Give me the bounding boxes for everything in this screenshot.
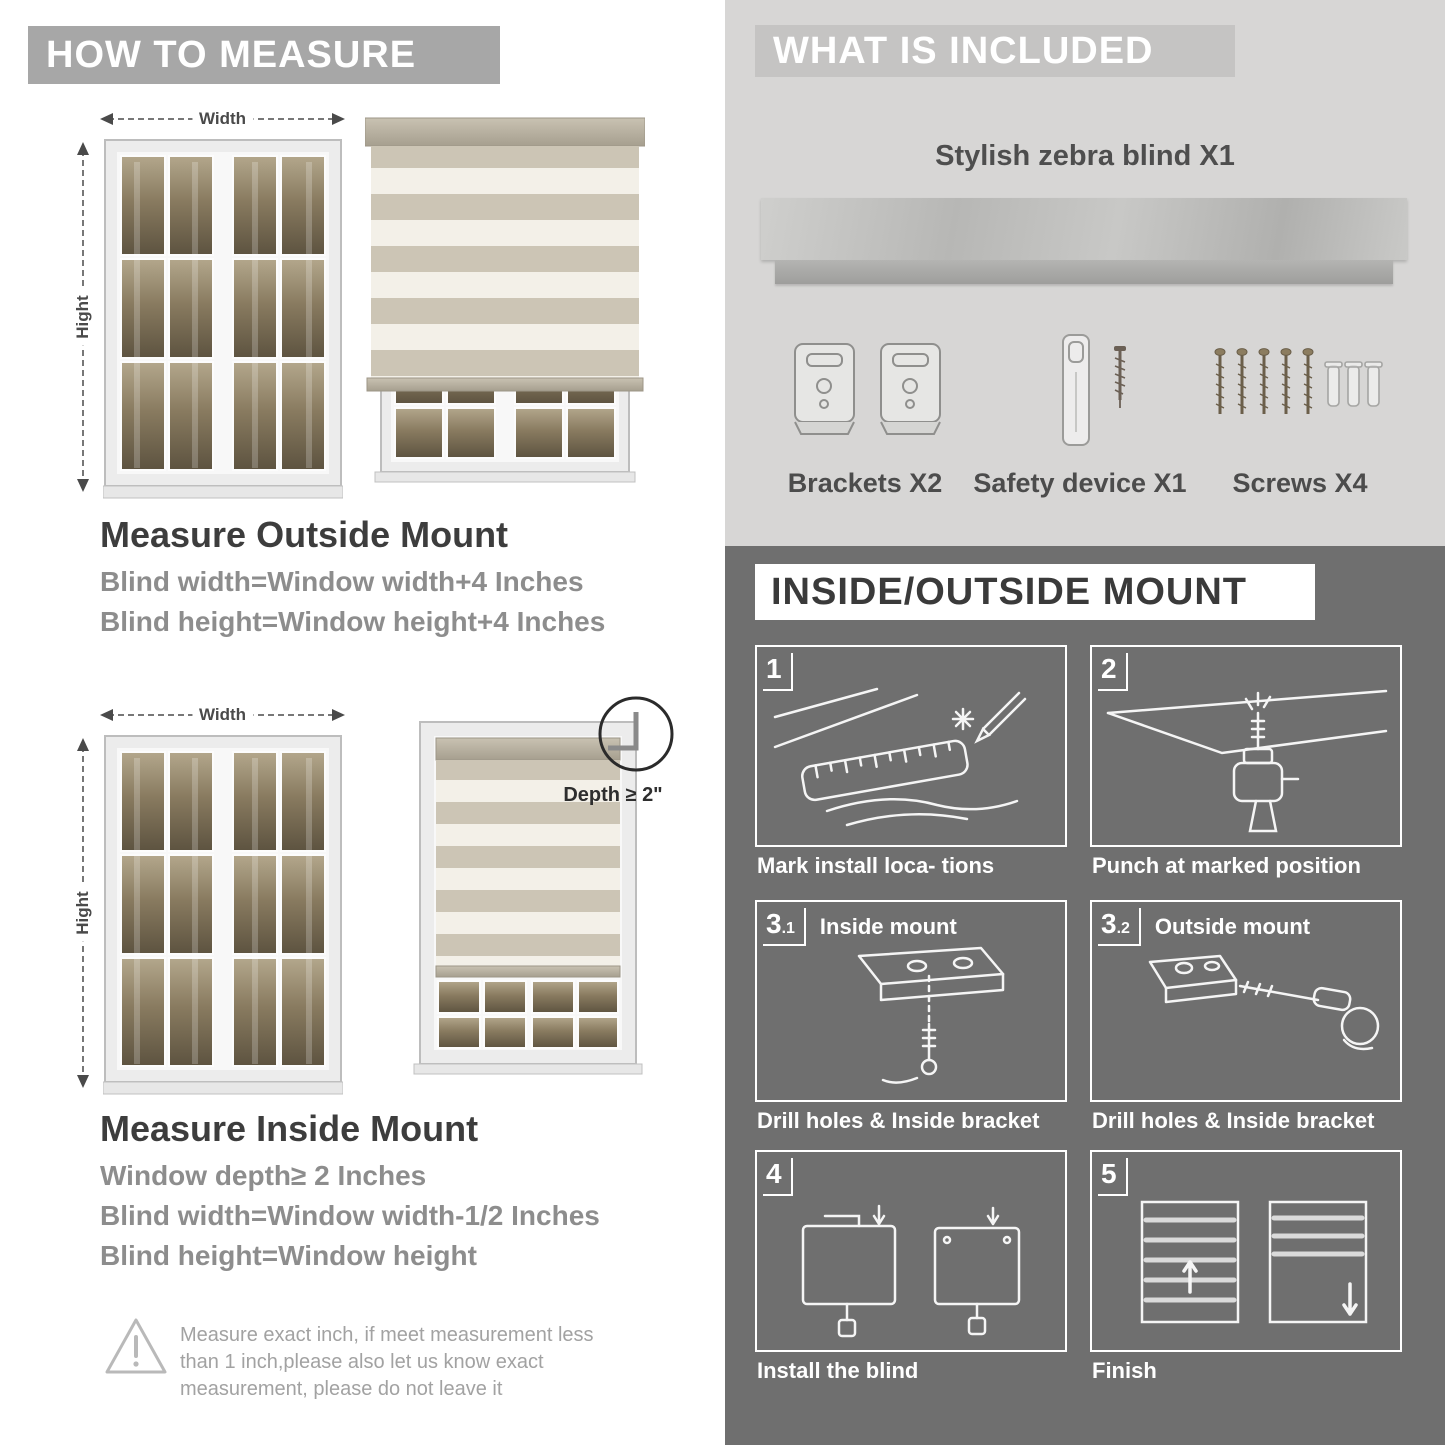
height-dimension-arrow: Hight [72,142,94,492]
height-label: Hight [73,288,93,346]
width-label: Width [191,705,254,725]
safety-device-icon [1062,334,1126,446]
inside-mount-title: Measure Inside Mount [100,1108,479,1149]
step-number: 5 [1098,1158,1128,1196]
step-caption-1: Mark install loca- tions [757,853,995,878]
mount-guide-header: INSIDE/OUTSIDE MOUNT [755,564,1315,620]
bracket-icon [880,343,941,435]
inside-mount-scene: Depth ≥ 2" [378,692,678,1092]
drill-illustration [1106,689,1388,833]
window-illustration-inside [103,735,343,1095]
width-dimension-arrow: Width [100,108,345,130]
safety-device-label: Safety device X1 [973,468,1187,498]
width-dimension-arrow-2: Width [100,704,345,726]
brackets-label: Brackets X2 [787,468,943,498]
step-caption-5: Finish [1092,1358,1157,1383]
step-panel-3-1: 3.1 Inside mount [755,900,1067,1102]
inside-mount-line1: Window depth≥ 2 Inches [100,1160,427,1191]
bracket-icon [794,343,855,435]
screws-label: Screws X4 [1232,468,1368,498]
step-number: 1 [763,653,793,691]
inside-mount-line2: Blind width=Window width-1/2 Inches [100,1200,600,1231]
step-caption-3-2: Drill holes & Inside bracket [1092,1108,1375,1133]
step-caption-3-1: Drill holes & Inside bracket [757,1108,1040,1133]
width-label: Width [191,109,254,129]
outside-mount-bracket-illustration [1148,954,1380,1051]
step-panel-5: 5 [1090,1150,1402,1352]
screws-icon [1214,348,1383,414]
headrail-valance-illustration [775,260,1393,284]
outside-mount-title: Measure Outside Mount [100,514,509,555]
step-label: Outside mount [1154,914,1311,939]
zebra-blind-illustration-inside [413,696,674,1075]
mount-guide-section: INSIDE/OUTSIDE MOUNT 1 Mark install loc [725,546,1445,1445]
zebra-blind-illustration-outside [365,117,645,483]
step-number: 2 [1098,653,1128,691]
window-illustration-outside [103,139,343,499]
depth-requirement-label: Depth ≥ 2" [563,784,663,806]
inside-mount-line3: Blind height=Window height [100,1240,477,1271]
install-blind-illustration [801,1204,1021,1338]
step-panel-4: 4 [755,1150,1067,1352]
what-is-included-header: WHAT IS INCLUDED [755,25,1235,77]
step-number: 4 [763,1158,793,1196]
finish-illustration [1140,1200,1368,1324]
blind-item-label: Stylish zebra blind X1 [935,140,1235,172]
step-panel-3-2: 3.2 Outside mount [1090,900,1402,1102]
warning-triangle-icon [105,1318,167,1374]
inside-mount-bracket-illustration [857,946,1005,1084]
vertical-arrow-icon [77,738,89,1088]
outside-mount-line2: Blind height=Window height+4 Inches [100,606,606,637]
height-label: Hight [73,884,93,942]
step-caption-2: Punch at marked position [1092,853,1361,878]
height-dimension-arrow-2: Hight [72,738,94,1088]
mark-location-illustration [773,687,1027,827]
step-caption-4: Install the blind [757,1358,919,1383]
what-is-included-section: WHAT IS INCLUDED Stylish zebra blind X1 [725,0,1445,546]
step-number: 3.1 [763,908,806,946]
step-number: 3.2 [1098,908,1141,946]
headrail-illustration [761,198,1407,260]
step-panel-1: 1 [755,645,1067,847]
outside-mount-line1: Blind width=Window width+4 Inches [100,566,584,597]
how-to-measure-header: HOW TO MEASURE [28,26,500,84]
vertical-arrow-icon [77,142,89,492]
measurement-warning-text: Measure exact inch, if meet measurement … [180,1324,594,1400]
step-panel-2: 2 [1090,645,1402,847]
step-label: Inside mount [819,914,957,939]
